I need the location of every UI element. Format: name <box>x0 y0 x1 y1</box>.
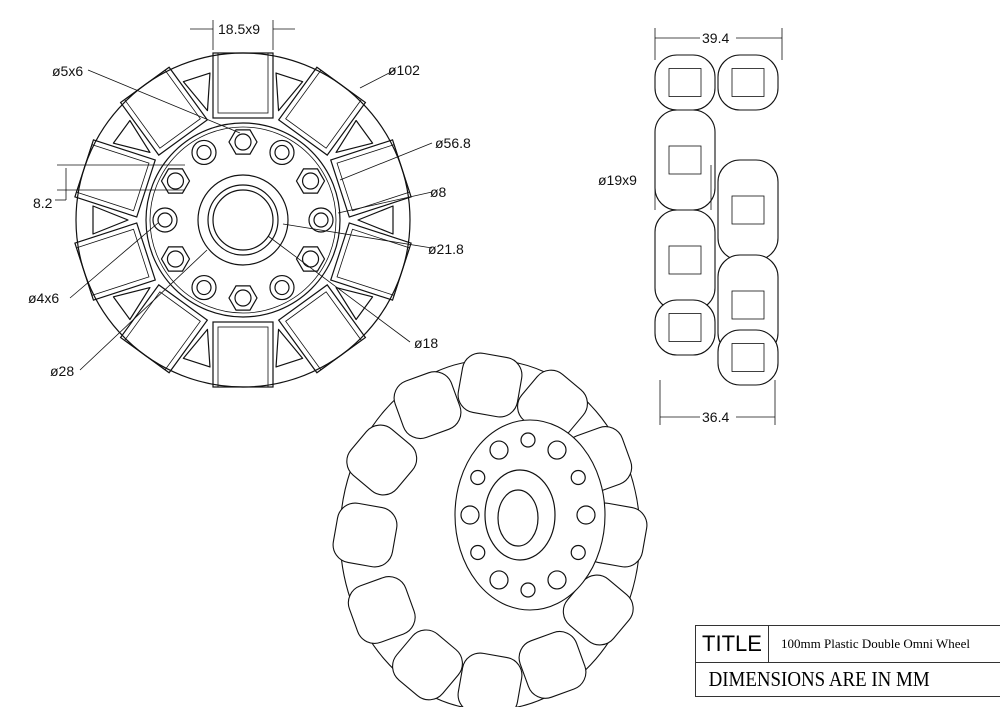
iso-roller <box>457 652 523 707</box>
outer-rim <box>75 52 411 388</box>
spoke-window <box>335 119 374 154</box>
iso-hole <box>470 469 486 486</box>
units-note: DIMENSIONS ARE IN MM <box>708 667 930 691</box>
dim-boss-diameter: ø21.8 <box>428 241 464 257</box>
isometric-view <box>332 352 648 707</box>
iso-hole <box>460 505 480 525</box>
hex-hole <box>228 129 258 155</box>
roller-slot <box>74 222 157 301</box>
title-block: TITLE 100mm Plastic Double Omni Wheel DI… <box>695 625 1000 697</box>
dim-outer-diameter: ø102 <box>388 62 420 78</box>
dim-hub-width: 36.4 <box>702 409 729 425</box>
front-view: 18.5x9 ø5x6 ø102 ø56.8 8.2 ø8 ø21.8 ø4x6… <box>28 20 471 388</box>
roller-slot <box>277 66 367 156</box>
iso-hole <box>520 432 536 448</box>
iso-roller <box>392 629 463 701</box>
spoke-window <box>182 328 211 368</box>
side-roller <box>717 159 779 261</box>
roller-slot <box>277 284 367 374</box>
bore <box>212 189 274 251</box>
side-roller <box>717 329 779 386</box>
dim-axle-diameter: ø8 <box>430 184 447 200</box>
dim-bore-diameter: ø18 <box>414 335 438 351</box>
roller-slot <box>212 321 274 388</box>
roller-slot <box>119 284 209 374</box>
spoke-window <box>275 72 304 112</box>
round-hole <box>191 139 217 166</box>
dim-round-holes: ø4x6 <box>28 290 59 306</box>
iso-roller <box>457 352 523 418</box>
roller-slot <box>329 222 412 301</box>
title-value: 100mm Plastic Double Omni Wheel <box>781 636 970 651</box>
dim-pcd: ø28 <box>50 363 74 379</box>
side-roller <box>717 54 779 111</box>
round-hole <box>191 274 217 301</box>
spoke-window <box>275 328 304 368</box>
iso-hole <box>576 505 596 525</box>
side-roller <box>654 109 716 211</box>
hex-hole <box>295 168 326 194</box>
dim-total-width: 39.4 <box>702 30 729 46</box>
iso-roller <box>346 424 418 496</box>
roller-slot <box>329 139 412 218</box>
iso-roller <box>518 630 587 699</box>
roller-slot <box>74 139 157 218</box>
spoke-window <box>92 205 129 235</box>
spoke-window <box>335 286 374 321</box>
dim-hex-size: 8.2 <box>33 195 53 211</box>
iso-hole <box>489 440 509 460</box>
side-roller <box>654 299 716 356</box>
hex-hole <box>228 285 258 311</box>
iso-roller <box>347 576 416 644</box>
iso-hole <box>520 582 536 598</box>
iso-roller <box>332 502 398 568</box>
iso-hole <box>489 570 509 590</box>
iso-hole <box>547 570 567 590</box>
iso-hole <box>470 544 486 561</box>
hub-boss <box>197 174 289 266</box>
bore-outer <box>207 184 279 256</box>
side-roller <box>654 54 716 111</box>
iso-hole <box>547 440 567 460</box>
round-hole <box>152 207 178 233</box>
side-view: 39.4 ø19x9 36.4 <box>598 28 783 425</box>
hex-hole <box>160 246 191 272</box>
hex-hole <box>295 246 326 272</box>
spoke-window <box>357 205 394 235</box>
roller-slot <box>212 52 274 119</box>
spoke-window <box>182 72 211 112</box>
round-hole <box>269 139 295 166</box>
iso-roller <box>393 371 462 440</box>
spoke-window <box>112 119 151 154</box>
roller-slot <box>119 66 209 156</box>
dim-hex-holes: ø5x6 <box>52 63 83 79</box>
iso-hole <box>570 469 586 486</box>
dim-roller-size: 18.5x9 <box>218 21 260 37</box>
round-hole <box>308 207 334 233</box>
iso-hub <box>454 419 606 611</box>
dim-hub-diameter: ø56.8 <box>435 135 471 151</box>
side-roller <box>654 209 716 311</box>
title-label: TITLE <box>696 626 769 662</box>
spoke-window <box>112 286 151 321</box>
round-hole <box>269 274 295 301</box>
iso-hole <box>570 544 586 561</box>
hex-hole <box>160 168 191 194</box>
dim-roller-diameter: ø19x9 <box>598 172 637 188</box>
hub-outer <box>145 122 341 318</box>
